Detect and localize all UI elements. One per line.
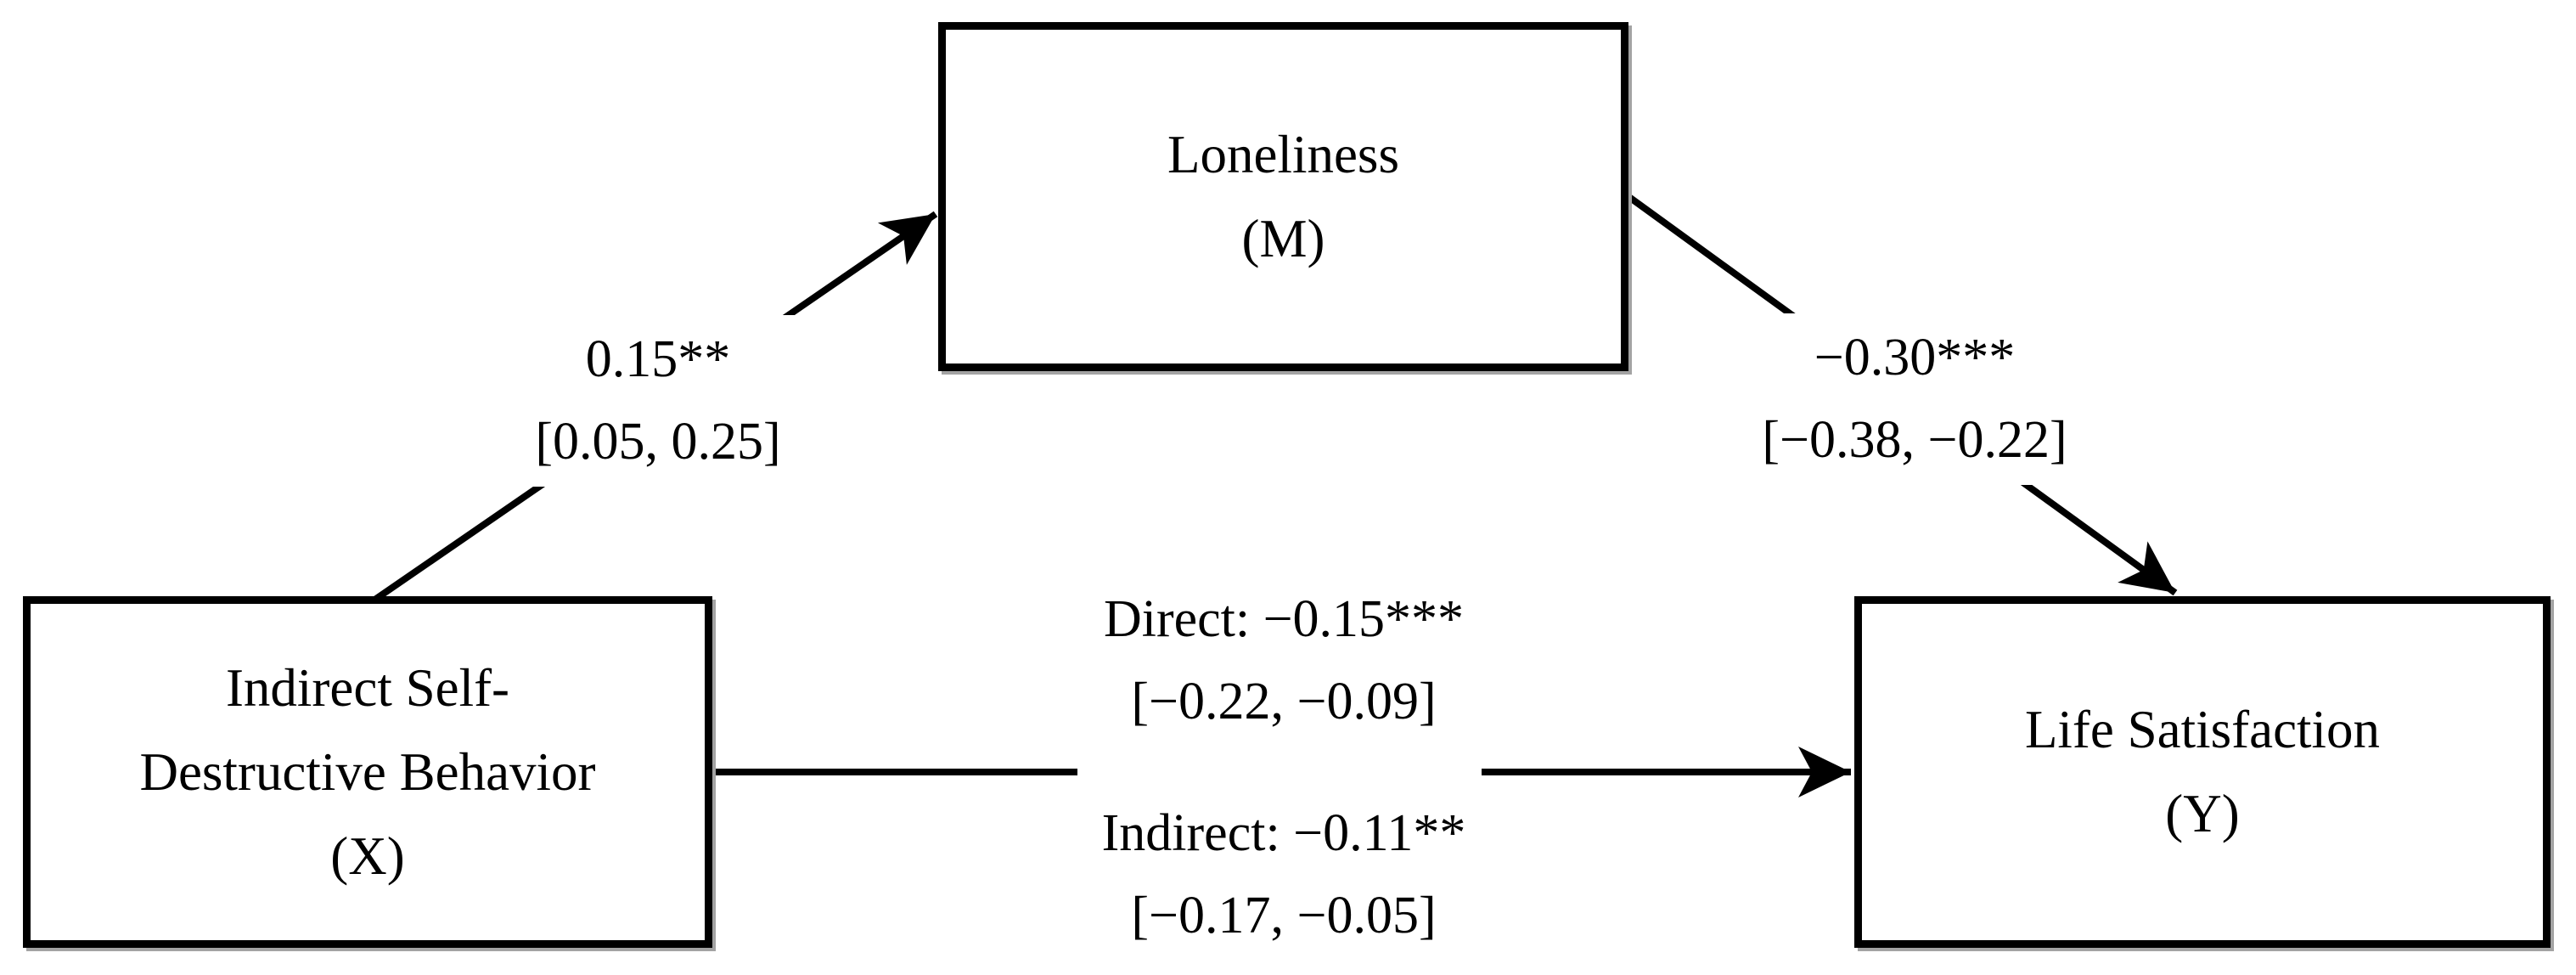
a-path-confidence-interval: [0.05, 0.25] <box>535 413 781 471</box>
node-outcome-line-2: (Y) <box>2165 784 2240 843</box>
direct-effect-estimate: Direct: −0.15*** <box>1103 590 1465 648</box>
node-mediator-line-2: (M) <box>1241 208 1325 268</box>
indirect-effect-label: Indirect: −0.11** [−0.17, −0.05] <box>1086 789 1482 961</box>
indirect-effect-confidence-interval: [−0.17, −0.05] <box>1131 887 1437 944</box>
direct-effect-label: Direct: −0.15*** [−0.22, −0.09] <box>1088 575 1480 747</box>
b-path-label: −0.30*** [−0.38, −0.22] <box>1746 313 2083 485</box>
b-path-estimate: −0.30*** <box>1814 329 2016 386</box>
indirect-effect-estimate: Indirect: −0.11** <box>1101 804 1466 862</box>
node-predictor-line-1: Indirect Self- <box>225 657 510 718</box>
node-outcome-line-1: Life Satisfaction <box>2024 700 2381 759</box>
node-predictor-line-3: (X) <box>330 826 405 886</box>
b-path-confidence-interval: [−0.38, −0.22] <box>1762 411 2067 469</box>
node-mediator-m: Loneliness (M) <box>938 22 1628 371</box>
a-path-label: 0.15** [0.05, 0.25] <box>520 315 796 487</box>
node-outcome-y: Life Satisfaction (Y) <box>1854 596 2551 948</box>
node-predictor-x: Indirect Self- Destructive Behavior (X) <box>23 596 712 948</box>
node-predictor-line-2: Destructive Behavior <box>139 741 596 802</box>
direct-effect-confidence-interval: [−0.22, −0.09] <box>1131 673 1437 730</box>
a-path-estimate: 0.15** <box>585 330 731 388</box>
node-mediator-line-1: Loneliness <box>1167 124 1399 184</box>
